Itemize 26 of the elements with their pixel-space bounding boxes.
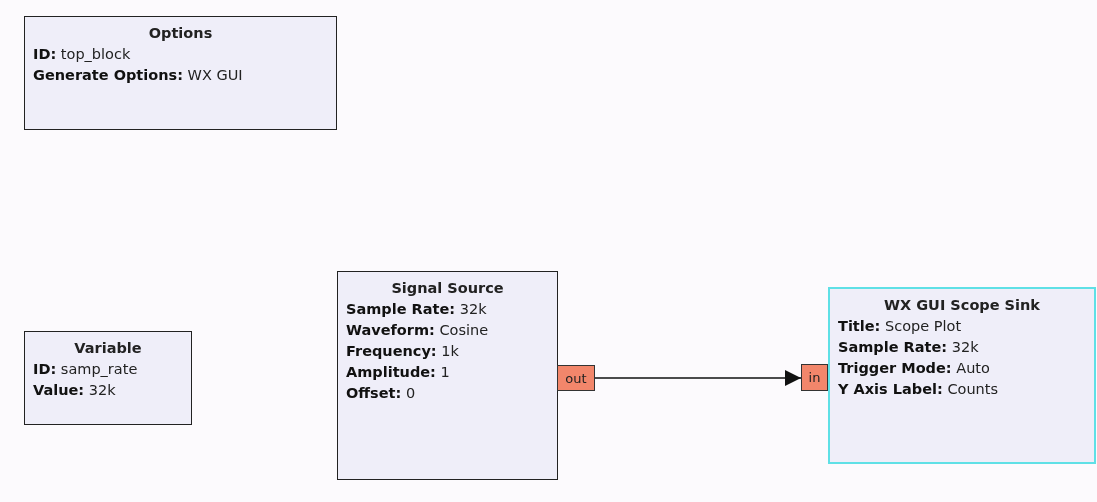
parameter-text: Offset: 0 [346, 384, 417, 403]
parameter-text: Generate Options: WX GUI [33, 66, 244, 85]
block-title: Signal Source [390, 279, 505, 298]
port-box [557, 365, 595, 391]
block-title: Variable [73, 339, 143, 358]
block-box [24, 16, 337, 130]
parameter-text: Title: Scope Plot [838, 317, 963, 336]
parameter-text: Sample Rate: 32k [346, 300, 488, 319]
block-box [337, 271, 558, 480]
port-label: out [565, 370, 587, 386]
parameter-text: Value: 32k [33, 381, 117, 400]
parameter-text: Sample Rate: 32k [838, 338, 980, 357]
parameter-text: Frequency: 1k [346, 342, 460, 361]
parameter-text: Y Axis Label: Counts [838, 380, 999, 399]
block-box [24, 331, 192, 425]
parameter-text: Amplitude: 1 [346, 363, 451, 382]
port-label: in [808, 370, 821, 385]
parameter-text: Trigger Mode: Auto [838, 359, 991, 378]
parameter-text: ID: samp_rate [33, 360, 139, 379]
connector-arrow [594, 370, 802, 386]
block-box [828, 287, 1096, 464]
block-title: WX GUI Scope Sink [883, 296, 1041, 315]
block-title: Options [147, 24, 214, 43]
parameter-text: ID: top_block [33, 45, 132, 64]
parameter-text: Waveform: Cosine [346, 321, 490, 340]
port-box [801, 364, 828, 391]
